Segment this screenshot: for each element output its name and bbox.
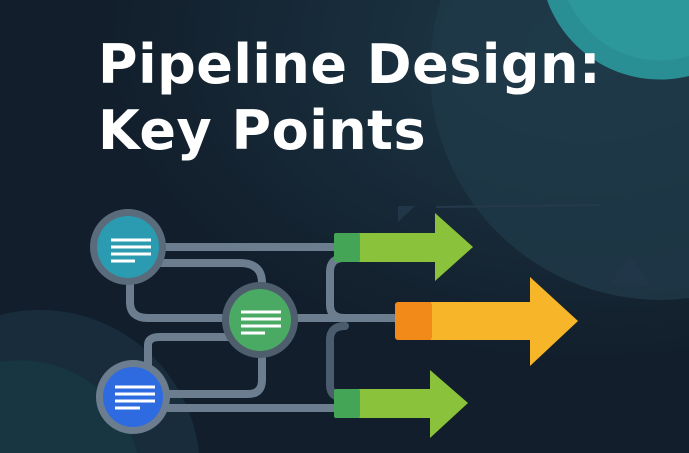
title-line-2: Key Points [98, 99, 427, 162]
bg-circle-bottom-inner [0, 360, 137, 453]
arrow-top [334, 213, 473, 281]
arrow-middle [395, 277, 578, 366]
bg-line [435, 204, 601, 208]
document-icon [115, 385, 155, 410]
bg-triangle [398, 206, 415, 222]
node-teal [90, 209, 166, 285]
bg-circle-large [430, 0, 689, 300]
title-line-1: Pipeline Design: [98, 33, 602, 96]
document-icon [241, 310, 281, 335]
bg-circle-teal-inner [568, 0, 689, 61]
node-blue [96, 360, 170, 434]
arrow-bottom [334, 370, 468, 438]
node-green [222, 282, 298, 358]
document-icon [111, 238, 151, 263]
bg-triangle [610, 255, 650, 285]
